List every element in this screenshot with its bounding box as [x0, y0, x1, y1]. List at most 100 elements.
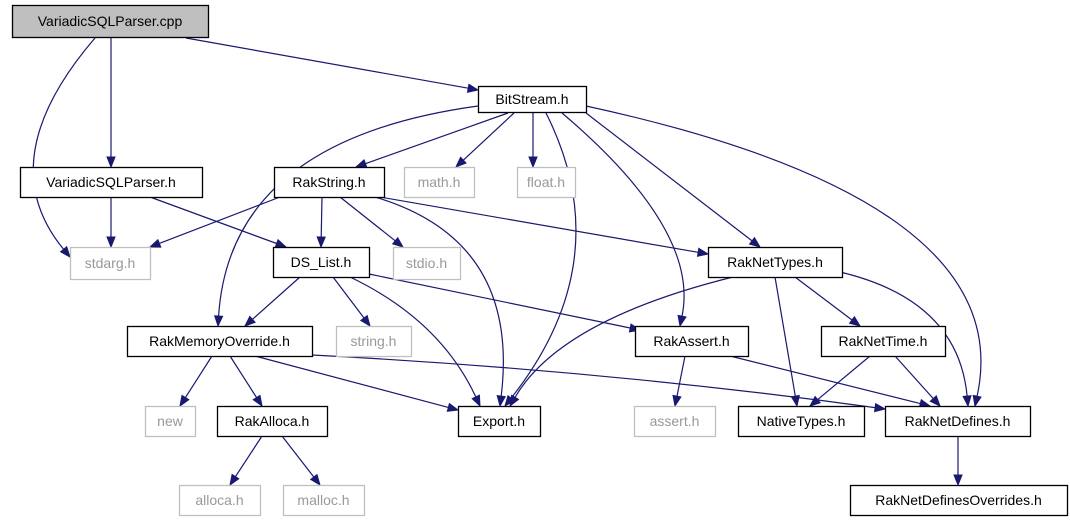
edge-line: [320, 196, 323, 238]
node-label: VariadicSQLParser.h: [46, 174, 176, 190]
node-box: [634, 325, 750, 358]
node-raknettypes-h[interactable]: RakNetTypes.h: [707, 246, 844, 279]
arrowhead: [953, 474, 963, 487]
arrowhead: [471, 394, 481, 408]
node-variadicsqlparser-cpp[interactable]: VariadicSQLParser.cpp: [11, 4, 210, 39]
edge-rakassert-h-to-assert-h: [672, 355, 686, 408]
edge-line: [774, 276, 796, 397]
node-malloc-h[interactable]: malloc.h: [282, 484, 366, 517]
node-box: [403, 166, 476, 199]
arrowhead: [359, 314, 371, 328]
edge-line: [368, 273, 631, 329]
edge-line: [839, 271, 968, 397]
arrowhead: [106, 236, 116, 249]
arrowhead: [148, 238, 162, 248]
node-box: [849, 484, 1069, 517]
edge-line: [729, 355, 921, 405]
node-variadicsqlparser-h[interactable]: VariadicSQLParser.h: [19, 166, 204, 199]
edge-variadicsqlparser-h-to-stdarg-h: [106, 197, 116, 249]
edge-raknettypes-h-to-nativetypes-h: [774, 276, 800, 408]
node-label: RakNetTime.h: [839, 333, 928, 349]
node-label: math.h: [418, 174, 461, 190]
edge-line: [676, 355, 686, 397]
edge-rakstring-h-to-stdarg-h: [148, 196, 281, 248]
arrowhead: [213, 315, 224, 328]
arrowhead: [972, 394, 982, 408]
node-box: [178, 484, 262, 517]
node-export-h[interactable]: Export.h: [457, 405, 542, 438]
node-box: [633, 405, 717, 438]
node-bitstream-h[interactable]: BitStream.h: [477, 85, 588, 114]
edge-line: [349, 276, 477, 398]
node-label: new: [157, 413, 184, 429]
node-box: [516, 166, 577, 199]
edge-bitstream-h-to-rakassert-h: [561, 112, 687, 328]
arrowhead: [848, 315, 862, 327]
node-nativetypes-h[interactable]: NativeTypes.h: [737, 405, 866, 438]
arrowhead: [509, 394, 520, 408]
node-label: VariadicSQLParser.cpp: [38, 13, 183, 29]
node-label: RakNetTypes.h: [727, 254, 823, 270]
arrowhead: [874, 402, 887, 413]
edge-line: [311, 354, 876, 409]
node-box: [335, 325, 413, 358]
node-label: RakString.h: [292, 174, 365, 190]
edge-raknettime-h-to-nativetypes-h: [808, 355, 871, 407]
arrowhead: [354, 159, 368, 168]
node-box: [272, 246, 371, 279]
arrowhead: [528, 156, 538, 169]
node-box: [884, 405, 1032, 438]
edge-line: [281, 435, 315, 478]
edge-raknettypes-h-to-raknettime-h: [794, 276, 862, 327]
node-box: [707, 246, 844, 279]
node-label: stdio.h: [406, 255, 447, 271]
edge-line: [332, 276, 365, 319]
edge-variadicsqlparser-cpp-to-bitstream-h: [185, 37, 480, 93]
edge-bitstream-h-to-raknettypes-h: [585, 112, 762, 248]
node-string-h[interactable]: string.h: [335, 325, 413, 358]
node-box: [392, 246, 462, 281]
arrowhead: [446, 402, 460, 412]
node-math-h[interactable]: math.h: [403, 166, 476, 199]
arrowhead: [106, 156, 116, 169]
node-box: [144, 405, 197, 438]
edge-line: [339, 196, 396, 242]
arrowhead: [496, 395, 506, 408]
node-rakassert-h[interactable]: RakAssert.h: [634, 325, 750, 358]
edge-line: [149, 196, 277, 245]
node-stdio-h[interactable]: stdio.h: [392, 246, 462, 281]
node-alloca-h[interactable]: alloca.h: [178, 484, 262, 517]
node-new[interactable]: new: [144, 405, 197, 438]
node-raknetdefinesoverrides-h[interactable]: RakNetDefinesOverrides.h: [849, 484, 1069, 517]
node-box: [457, 405, 542, 438]
edge-line: [185, 37, 469, 89]
edge-bitstream-h-to-math-h: [455, 112, 515, 168]
edge-variadicsqlparser-cpp-to-variadicsqlparser-h: [106, 38, 116, 169]
edge-ds-list-h-to-rakassert-h: [368, 273, 642, 333]
node-raknetdefines-h[interactable]: RakNetDefines.h: [884, 405, 1032, 438]
arrowhead: [466, 83, 480, 93]
node-float-h[interactable]: float.h: [516, 166, 577, 199]
node-ds-list-h[interactable]: DS_List.h: [272, 246, 371, 279]
node-rakstring-h[interactable]: RakString.h: [273, 166, 386, 199]
node-label: DS_List.h: [291, 254, 352, 270]
edge-rakmemoryoverride-h-to-export-h: [254, 355, 460, 412]
edge-line: [234, 435, 263, 477]
edge-line: [365, 112, 509, 165]
node-assert-h[interactable]: assert.h: [633, 405, 717, 438]
edge-line: [894, 355, 934, 400]
node-stdarg-h[interactable]: stdarg.h: [69, 246, 152, 281]
edge-rakmemoryoverride-h-to-raknetdefines-h: [311, 354, 887, 413]
node-label: NativeTypes.h: [757, 413, 846, 429]
arrowhead: [243, 315, 256, 327]
node-rakalloca-h[interactable]: RakAlloca.h: [216, 405, 329, 438]
edge-variadicsqlparser-cpp-to-stdarg-h: [32, 37, 96, 259]
node-rakmemoryoverride-h[interactable]: RakMemoryOverride.h: [126, 325, 314, 358]
edge-line: [254, 355, 449, 408]
node-label: RakNetDefinesOverrides.h: [875, 492, 1042, 508]
node-box: [282, 484, 366, 517]
edge-line: [561, 112, 685, 317]
arrowhead: [229, 473, 240, 487]
node-raknettime-h[interactable]: RakNetTime.h: [820, 325, 947, 358]
edge-ds-list-h-to-rakmemoryoverride-h: [243, 276, 301, 327]
